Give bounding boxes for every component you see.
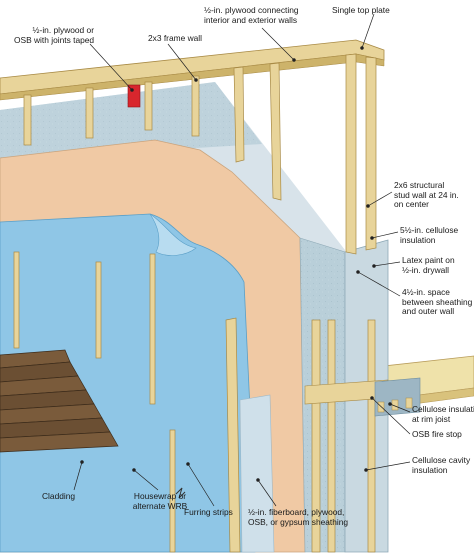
- label-structural-stud-wall: 2x6 structural stud wall at 24 in. on ce…: [394, 180, 459, 210]
- structural-studs: [311, 53, 377, 553]
- label-sheathing-options: ½-in. fiberboard, plywood, OSB, or gypsu…: [248, 507, 349, 527]
- label-single-top-plate: Single top plate: [332, 5, 390, 15]
- housewrap-fold: [149, 213, 197, 256]
- label-space-between: 4½-in. space between sheathing and outer…: [402, 287, 473, 317]
- label-latex-paint-drywall: Latex paint on ½-in. drywall: [402, 255, 455, 275]
- label-plywood-connecting: ½-in. plywood connecting interior and ex…: [204, 5, 299, 25]
- fiberboard-sheathing: [239, 394, 275, 553]
- label-cellulose-insulation-5half: 5½-in. cellulose insulation: [400, 225, 459, 245]
- label-cellulose-cavity: Cellulose cavity insulation: [412, 455, 471, 475]
- red-fire-block: [127, 84, 141, 108]
- leader-lines: [73, 13, 411, 507]
- furring-strips: [13, 251, 241, 553]
- label-frame-wall-2x3: 2x3 frame wall: [148, 33, 202, 43]
- label-furring-strips: Furring strips: [184, 507, 233, 517]
- frame-wall-studs: [23, 62, 282, 201]
- label-cladding: Cladding: [42, 491, 76, 501]
- housewrap-sheet: [0, 213, 256, 553]
- label-plywood-osb-taped: ½-in. plywood or OSB with joints taped: [14, 25, 95, 45]
- label-housewrap: Housewrap or alternate WRB: [132, 491, 188, 511]
- label-cellulose-rim-joist: Cellulose insulation at rim joist: [412, 404, 474, 424]
- cladding-boards: [0, 349, 119, 453]
- break-mark: [175, 487, 186, 499]
- label-osb-fire-stop: OSB fire stop: [412, 429, 462, 439]
